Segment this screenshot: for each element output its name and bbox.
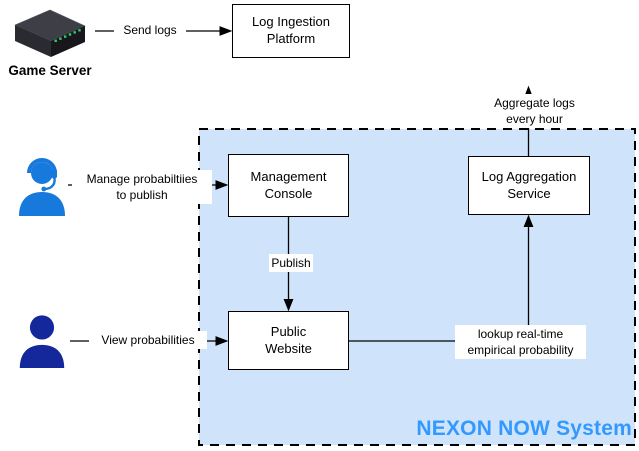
arrowhead-right-icon [215,336,229,346]
edge-label-send-logs: Send logs [114,21,186,40]
edge-label-manage-probabilities: Manage probabiltiies to publish [72,170,212,205]
server-led-lights [54,29,81,42]
edge-label-aggregate-logs: Aggregate logs every hour [483,94,586,129]
node-management-console: Management Console [228,154,349,217]
game-server-icon [14,9,86,57]
operator-headset-icon [19,158,65,216]
edge-label-lookup-probability: lookup real-time empirical probability [455,325,586,360]
node-public-website: Public Website [228,311,349,370]
system-title: NEXON NOW System [416,417,632,440]
game-server-label: Game Server [2,63,98,80]
user-person-icon [19,315,65,368]
node-label: Log Aggregation Service [481,168,577,201]
node-label: Management Console [250,168,327,201]
edge-label-view-probabilities: View probabilities [89,331,207,350]
node-log-aggregation-service: Log Aggregation Service [468,156,590,215]
node-label: Public Website [265,323,312,356]
arrowhead-right-icon [215,180,229,190]
arrowhead-up-icon [523,214,534,227]
node-label: Log Ingestion Platform [251,14,331,46]
arrowhead-down-icon [283,299,294,312]
node-log-ingestion-platform: Log Ingestion Platform [232,4,350,58]
edge-label-publish: Publish [269,254,313,273]
arrowhead-right-icon [219,26,233,36]
